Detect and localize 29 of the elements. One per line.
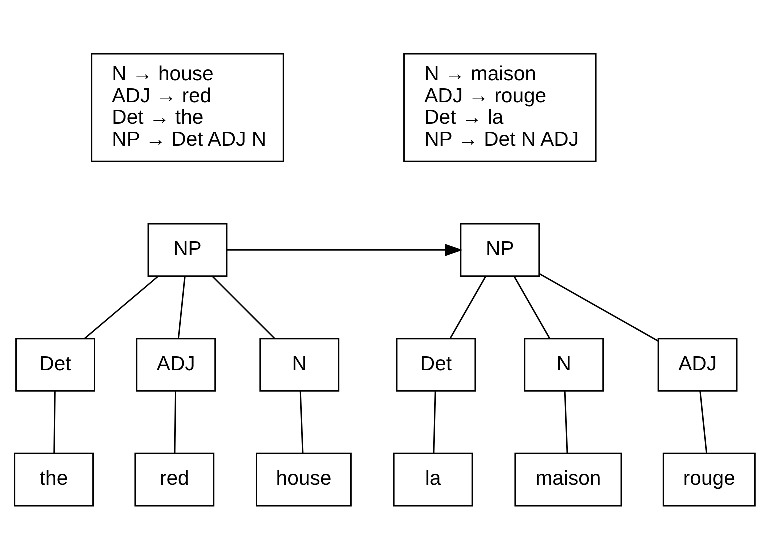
node-box: Det — [15, 338, 95, 392]
connector — [513, 276, 550, 340]
connector — [564, 391, 568, 454]
node-box: NP — [460, 223, 540, 278]
connector — [174, 391, 176, 454]
node-box: N — [524, 338, 604, 392]
node-box: red — [134, 452, 214, 507]
node-box: ADJ — [136, 338, 216, 392]
connector — [177, 276, 186, 339]
node-box: N — [259, 338, 340, 392]
node-box: Det — [396, 338, 476, 392]
node-box: N → house ADJ → red Det → the NP → Det ADJ N — [90, 53, 284, 162]
node-box: the — [14, 452, 94, 507]
node-box: NP — [147, 223, 228, 278]
connector — [53, 391, 56, 454]
node-box: house — [256, 452, 352, 507]
connector — [84, 276, 158, 340]
connector — [449, 276, 486, 340]
arrow — [226, 244, 462, 256]
node-box: N → maison ADJ → rouge Det → la NP → Det N ADJ — [403, 53, 596, 162]
node-box: ADJ — [657, 338, 738, 392]
node-box: maison — [514, 452, 622, 507]
connector — [299, 391, 304, 454]
connector — [212, 276, 275, 340]
connector — [699, 391, 708, 454]
node-box: la — [392, 452, 473, 507]
node-box: rouge — [662, 452, 756, 507]
connector — [538, 273, 658, 342]
connector — [432, 391, 436, 454]
